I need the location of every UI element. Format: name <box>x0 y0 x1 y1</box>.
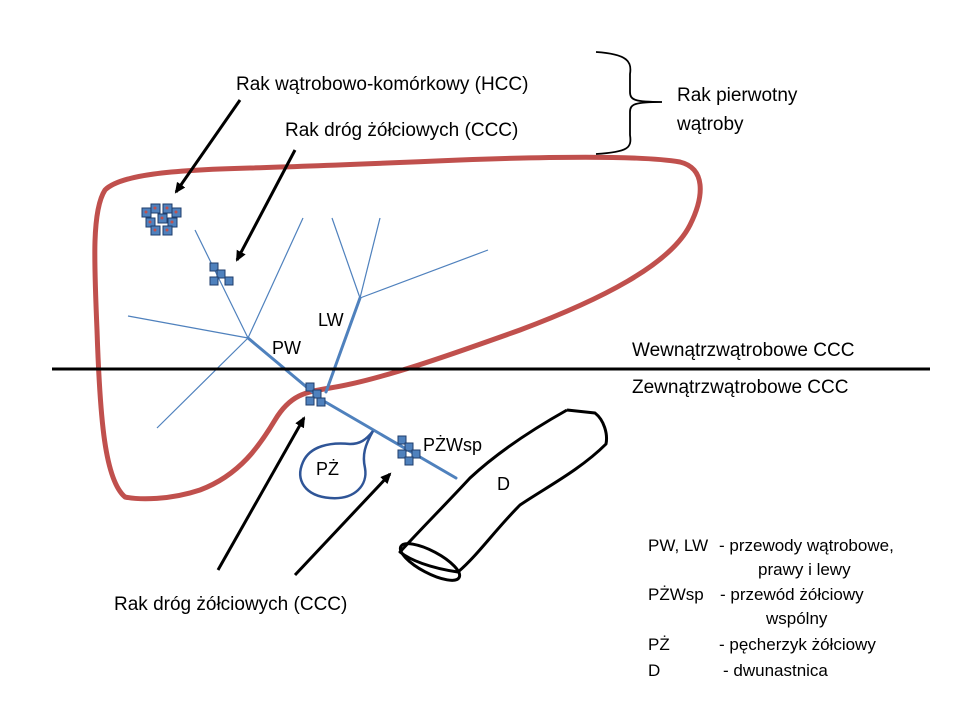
legend-key-0: PW, LW <box>648 536 709 555</box>
arrow-hcc <box>174 99 242 194</box>
label-intrahepatic: Wewnątrzwątrobowe CCC <box>632 340 855 361</box>
label-hcc: Rak wątrobowo-komórkowy (HCC) <box>236 74 529 95</box>
left-hepatic-duct <box>324 296 362 394</box>
legend-desc-3a: - dwunastnica <box>723 661 828 680</box>
label-ccc-top: Rak dróg żółciowych (CCC) <box>285 120 519 141</box>
label-primary-line2: wątroby <box>677 114 744 135</box>
label-primary-line1: Rak pierwotny <box>677 85 798 106</box>
tumor-ccc-hilar <box>305 382 326 407</box>
legend-key-1: PŻWsp <box>648 585 704 604</box>
legend-desc-1b: wspólny <box>766 609 828 628</box>
legend-desc-0a: - przewody wątrobowe, <box>719 536 894 555</box>
arrow-ccc-common <box>293 472 392 577</box>
biliary-branches <box>127 217 489 429</box>
tumor-hcc <box>141 203 182 236</box>
curly-bracket-icon <box>595 51 663 155</box>
arrow-ccc-intra <box>235 149 297 262</box>
label-pw: PW <box>272 338 301 358</box>
tumor-ccc-intrahepatic <box>209 262 234 286</box>
label-ccc-bottom: Rak dróg żółciowych (CCC) <box>114 594 348 615</box>
label-lw: LW <box>318 310 344 330</box>
liver-outline <box>92 154 703 502</box>
tumor-ccc-common-duct <box>397 435 421 466</box>
gallbladder <box>299 430 375 500</box>
legend-key-2: PŻ <box>648 635 670 654</box>
label-d: D <box>497 474 510 494</box>
label-pzwsp: PŻWsp <box>423 435 483 455</box>
duodenum <box>398 408 608 582</box>
label-extrahepatic: Zewnątrzwątrobowe CCC <box>632 377 849 398</box>
legend-desc-1a: - przewód żółciowy <box>720 585 864 604</box>
legend-desc-2a: - pęcherzyk żółciowy <box>719 635 876 654</box>
label-pz: PŻ <box>316 459 340 479</box>
common-bile-duct <box>320 398 458 480</box>
arrow-ccc-hilar <box>216 416 306 571</box>
legend-desc-0b: prawy i lewy <box>758 560 851 579</box>
legend-key-3: D <box>648 661 661 680</box>
